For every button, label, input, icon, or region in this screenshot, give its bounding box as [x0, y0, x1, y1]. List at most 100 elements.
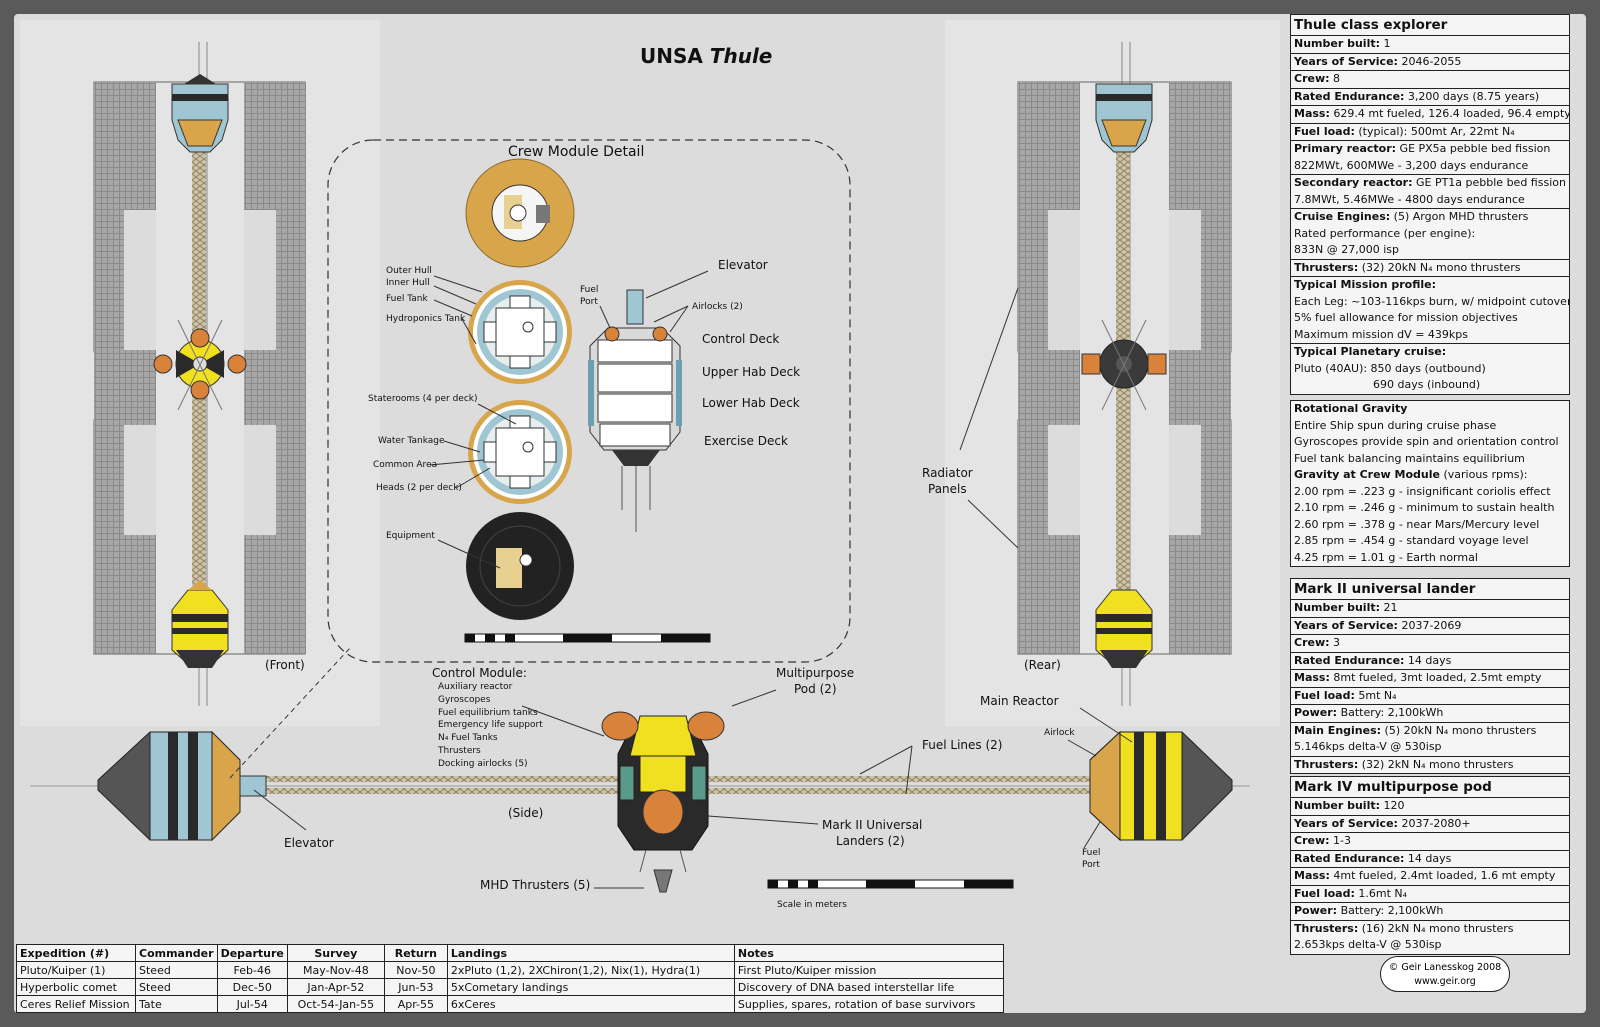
- spec-row-cont: 7.8MWt, 5.46MWe - 4800 days endurance: [1291, 192, 1569, 209]
- inner-hull-label: Inner Hull: [386, 278, 430, 288]
- spec-row-cont: 833N @ 27,000 isp: [1291, 242, 1569, 260]
- rpm-row: 2.10 rpm = .246 g - minimum to sustain h…: [1294, 501, 1555, 514]
- spec-row: Mass: 4mt fueled, 2.4mt loaded, 1.6 mt e…: [1291, 868, 1569, 886]
- spec-row: Mass: 629.4 mt fueled, 126.4 loaded, 96.…: [1291, 106, 1569, 124]
- crew-detail-heading: Crew Module Detail: [508, 144, 645, 160]
- col-header: Return: [383, 944, 448, 962]
- gravity-sub: Gravity at Crew Module (various rpms):: [1294, 468, 1528, 481]
- col-header: Survey: [286, 944, 385, 962]
- landers-label-1: Mark II Universal: [822, 818, 923, 832]
- control-item: Auxiliary reactor: [438, 682, 513, 692]
- airlocks-label: Airlocks (2): [692, 302, 743, 312]
- crew-module-detail: [327, 139, 851, 663]
- spec-row: Years of Service: 2037-2069: [1291, 618, 1569, 635]
- spec-row: Cruise Engines: (5) Argon MHD thrusters: [1294, 210, 1529, 223]
- landers-label-2: Landers (2): [836, 834, 905, 848]
- rear-view-label: (Rear): [1024, 658, 1061, 672]
- water-tankage-label: Water Tankage: [378, 436, 445, 446]
- spec-row-cont: Each Leg: ~103-116kps burn, w/ midpoint …: [1294, 294, 1569, 308]
- table-row: Hyperbolic comet Steed Dec-50 Jan-Apr-52…: [16, 978, 1005, 996]
- table-header-row: Expedition (#) Commander Departure Surve…: [16, 944, 1005, 962]
- table-cell: Supplies, spares, rotation of base survi…: [733, 995, 1005, 1013]
- lander-specs-panel: Mark II universal lander Number built: 2…: [1290, 578, 1570, 774]
- rear-radiator-right: [1169, 82, 1231, 654]
- control-deck-label: Control Deck: [702, 332, 780, 346]
- table-cell: Jun-53: [383, 978, 448, 996]
- spec-row: Power: Battery: 2,100kWh: [1291, 903, 1569, 921]
- fuel-port-label-1: Fuel: [580, 285, 599, 295]
- ship-drawing: [20, 20, 1280, 893]
- pod-heading: Mark IV multipurpose pod: [1291, 777, 1569, 798]
- rpm-row: 2.85 rpm = .454 g - standard voyage leve…: [1294, 534, 1529, 547]
- table-cell: Steed: [135, 978, 218, 996]
- table-cell: Ceres Relief Mission: [16, 995, 136, 1013]
- spec-row: Years of Service: 2046-2055: [1291, 54, 1569, 71]
- scale-label: Scale in meters: [777, 900, 847, 910]
- table-cell: Steed: [135, 961, 218, 979]
- hydroponics-label: Hydroponics Tank: [386, 314, 466, 324]
- fuel-port-side-label-1: Fuel: [1082, 848, 1101, 858]
- radiator-label-2: Panels: [928, 482, 967, 496]
- rpm-row: 4.25 rpm = 1.01 g - Earth normal: [1294, 550, 1478, 564]
- multipurpose-pod-label-1: Multipurpose: [776, 666, 855, 680]
- spec-row: Rated Endurance: 14 days: [1291, 851, 1569, 868]
- control-module-items: Auxiliary reactor Gyroscopes Fuel equili…: [438, 681, 543, 771]
- gravity-heading: Rotational Gravity: [1294, 402, 1408, 415]
- spec-row: Crew: 3: [1291, 635, 1569, 653]
- rear-radiator-left: [1018, 82, 1080, 654]
- main-reactor-label: Main Reactor: [980, 694, 1059, 708]
- equipment-label: Equipment: [386, 531, 435, 541]
- table-cell: Hyperbolic comet: [16, 978, 136, 996]
- table-cell: Tate: [135, 995, 218, 1013]
- control-item: Thrusters: [438, 745, 481, 756]
- rpm-row: 2.60 rpm = .378 g - near Mars/Mercury le…: [1294, 517, 1540, 531]
- spec-row-cont: 5% fuel allowance for mission objectives: [1294, 311, 1518, 324]
- table-cell: First Pluto/Kuiper mission: [733, 961, 1005, 979]
- spec-row-cont: Rated performance (per engine):: [1294, 226, 1476, 240]
- control-item: Fuel equilibrium tanks: [438, 707, 538, 718]
- pod-specs-panel: Mark IV multipurpose pod Number built: 1…: [1290, 776, 1570, 955]
- mhd-thrusters-label: MHD Thrusters (5): [480, 878, 591, 892]
- explorer-specs-panel: Thule class explorer Number built: 1 Yea…: [1290, 14, 1570, 395]
- rpm-row: 2.00 rpm = .223 g - insignificant coriol…: [1294, 484, 1551, 498]
- spec-row-cont: Maximum mission dV = 439kps: [1291, 327, 1569, 344]
- side-view: [30, 647, 1250, 893]
- gravity-line: Gyroscopes provide spin and orientation …: [1294, 435, 1559, 448]
- spec-row: Typical Planetary cruise:: [1294, 345, 1447, 358]
- explorer-heading: Thule class explorer: [1291, 15, 1569, 36]
- spec-row: Typical Mission profile:: [1294, 278, 1436, 291]
- table-cell: Oct-54-Jan-55: [286, 995, 385, 1013]
- control-item: Gyroscopes: [438, 694, 491, 705]
- exercise-deck-label: Exercise Deck: [704, 434, 788, 448]
- fuel-port-label-2: Port: [580, 297, 598, 307]
- spec-row: Crew: 8: [1291, 71, 1569, 89]
- spec-row-cont: 2.653kps delta-V @ 530isp: [1294, 938, 1442, 951]
- col-header: Notes: [733, 944, 1005, 962]
- rear-view: [959, 42, 1232, 706]
- col-header: Landings: [446, 944, 735, 962]
- fuel-tank-label: Fuel Tank: [386, 294, 428, 304]
- table-cell: Dec-50: [216, 978, 288, 996]
- page-title: UNSA Thule: [640, 44, 773, 68]
- spec-row: Rated Endurance: 3,200 days (8.75 years): [1291, 89, 1569, 106]
- fuel-port-side-label-2: Port: [1082, 860, 1100, 870]
- spec-row: Number built: 21: [1291, 600, 1569, 618]
- elevator-side-label: Elevator: [284, 836, 334, 850]
- control-item: N₄ Fuel Tanks: [438, 733, 498, 744]
- spec-row: Secondary reactor: GE PT1a pebble bed fi…: [1294, 176, 1566, 189]
- lander-heading: Mark II universal lander: [1291, 579, 1569, 600]
- table-cell: Jul-54: [216, 995, 288, 1013]
- credit-url: www.geir.org: [1414, 976, 1476, 987]
- radiator-label-1: Radiator: [922, 466, 973, 480]
- heads-label: Heads (2 per deck): [376, 483, 462, 493]
- table-cell: Jan-Apr-52: [286, 978, 385, 996]
- spec-row: Number built: 120: [1291, 798, 1569, 816]
- table-cell: May-Nov-48: [286, 961, 385, 979]
- spec-row-cont: 5.146kps delta-V @ 530isp: [1291, 739, 1569, 757]
- spec-row: Years of Service: 2037-2080+: [1291, 816, 1569, 833]
- upper-hab-label: Upper Hab Deck: [702, 365, 801, 379]
- spec-row: Fuel load: (typical): 500mt Ar, 22mt N₄: [1291, 124, 1569, 141]
- spec-row: Main Engines: (5) 20kN N₄ mono thrusters: [1294, 723, 1537, 737]
- spec-row: Number built: 1: [1291, 36, 1569, 54]
- col-header: Departure: [216, 944, 288, 962]
